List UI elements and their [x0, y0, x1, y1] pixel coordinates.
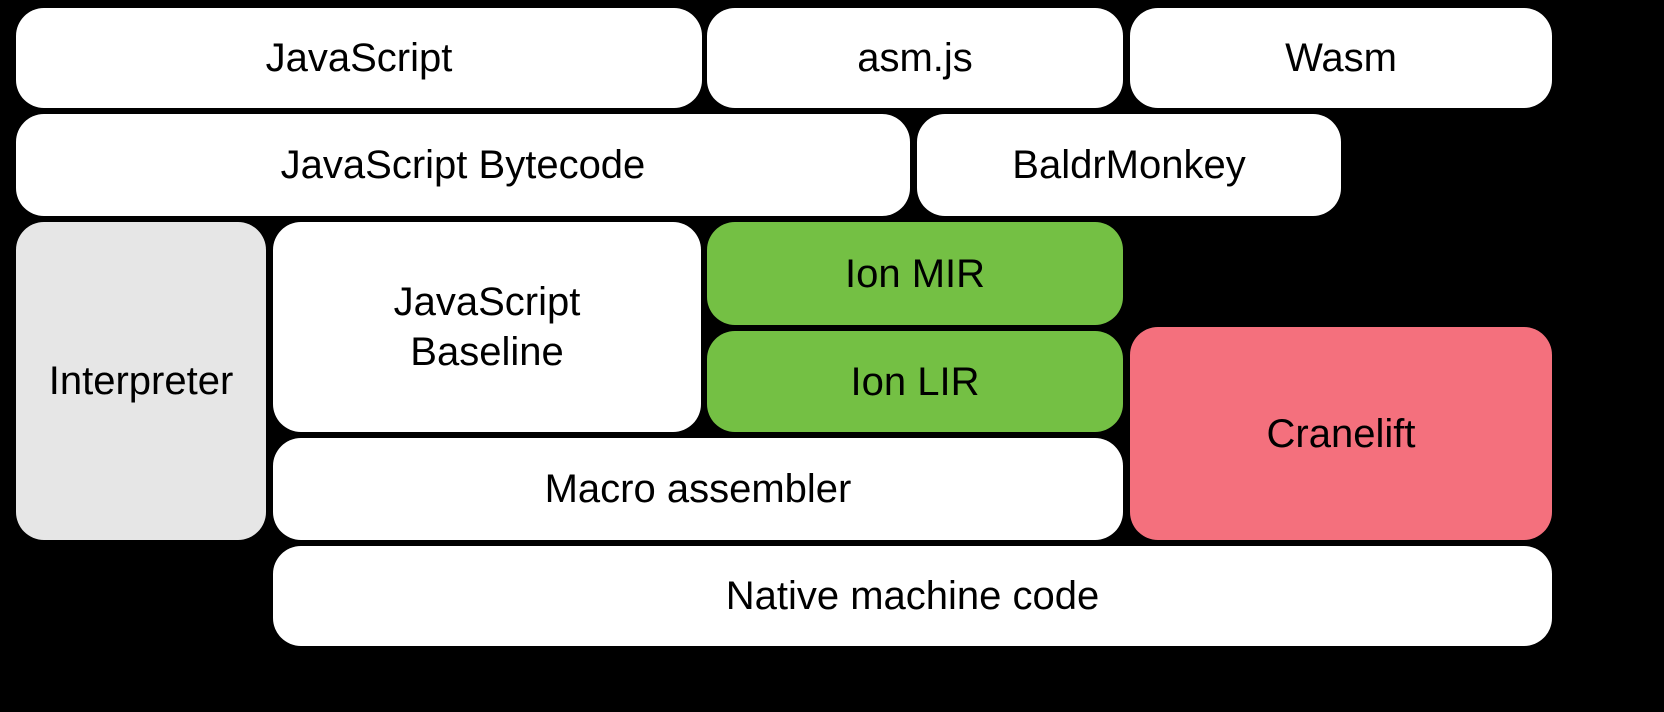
box-javascript-baseline: JavaScript Baseline	[273, 222, 701, 432]
box-javascript-bytecode: JavaScript Bytecode	[16, 114, 910, 216]
box-ion-lir: Ion LIR	[707, 331, 1123, 432]
box-cranelift: Cranelift	[1130, 327, 1552, 540]
box-javascript: JavaScript	[16, 8, 702, 108]
box-native-machine-code: Native machine code	[273, 546, 1552, 646]
box-asm-js: asm.js	[707, 8, 1123, 108]
box-baldrmonkey: BaldrMonkey	[917, 114, 1341, 216]
box-macro-assembler: Macro assembler	[273, 438, 1123, 540]
box-ion-mir: Ion MIR	[707, 222, 1123, 325]
box-interpreter: Interpreter	[16, 222, 266, 540]
box-wasm: Wasm	[1130, 8, 1552, 108]
